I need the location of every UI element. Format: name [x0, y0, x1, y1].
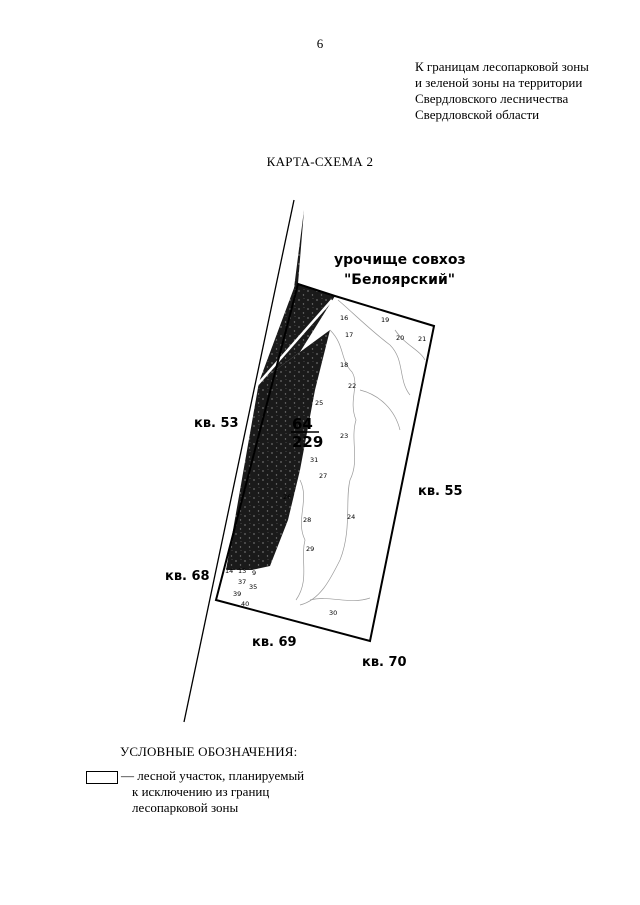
plot-number: 28	[303, 516, 311, 524]
plot-number: 24	[347, 513, 355, 521]
neighbor-quarter-label: кв. 55	[418, 484, 463, 499]
plot-number: 31	[310, 456, 318, 464]
plot-number: 17	[345, 331, 353, 339]
plot-number: 30	[329, 609, 337, 617]
neighbor-quarter-label: кв. 69	[252, 635, 297, 650]
header-line: К границам лесопарковой зоны	[415, 59, 589, 74]
plot-number: 26	[283, 493, 291, 501]
legend-title: УСЛОВНЫЕ ОБОЗНАЧЕНИЯ:	[120, 744, 298, 759]
plot-number: 20	[396, 334, 404, 342]
neighbor-quarter-label: кв. 68	[165, 569, 210, 584]
header-line: Свердловского лесничества	[415, 91, 569, 106]
map-title: КАРТА-СХЕМА 2	[266, 154, 374, 169]
legend-line: лесопарковой зоны	[132, 800, 239, 815]
subplot-boundaries	[295, 299, 426, 606]
legend-line: к исключению из границ	[132, 784, 270, 799]
neighbor-quarter-label: кв. 53	[194, 416, 239, 431]
white-cut-line	[257, 299, 333, 385]
tract-label: урочище совхоз	[334, 252, 466, 268]
plot-number: 23	[340, 432, 348, 440]
plot-number: 40	[241, 600, 249, 608]
legend-swatch-outline	[86, 771, 118, 784]
plot-number: 39	[233, 590, 241, 598]
header-line: Свердловской области	[415, 107, 540, 122]
plot-number: 27	[319, 472, 327, 480]
quarter-number: 64	[292, 415, 313, 433]
plot-number: 18	[340, 361, 348, 369]
excluded-area-lower	[226, 330, 330, 570]
plot-number: 19	[381, 316, 389, 324]
plot-number: 22	[348, 382, 356, 390]
plot-number: 16	[340, 314, 348, 322]
legend-line: — лесной участок, планируемый	[121, 768, 305, 783]
header-line: и зеленой зоны на территории	[415, 75, 583, 90]
plot-number: 29	[306, 545, 314, 553]
tract-label: "Белоярский"	[344, 272, 455, 288]
quarter-outline	[214, 282, 436, 643]
legend-item-text: — лесной участок, планируемый к исключен…	[121, 768, 341, 816]
road-line	[183, 199, 295, 723]
neighbor-quarter-label: кв. 70	[362, 655, 407, 670]
excluded-area-upper	[259, 210, 335, 382]
plot-number: 13	[238, 567, 246, 575]
plot-number: 21	[418, 335, 426, 343]
quarter-area: 229	[292, 433, 323, 451]
plot-number: 35	[249, 583, 257, 591]
plot-number: 9	[252, 569, 256, 577]
plot-number: 37	[238, 578, 246, 586]
plot-number: 14	[225, 567, 233, 575]
header-note: К границам лесопарковой зоны и зеленой з…	[415, 59, 625, 123]
plot-number: 25	[315, 399, 323, 407]
page-number: 6	[316, 36, 324, 51]
